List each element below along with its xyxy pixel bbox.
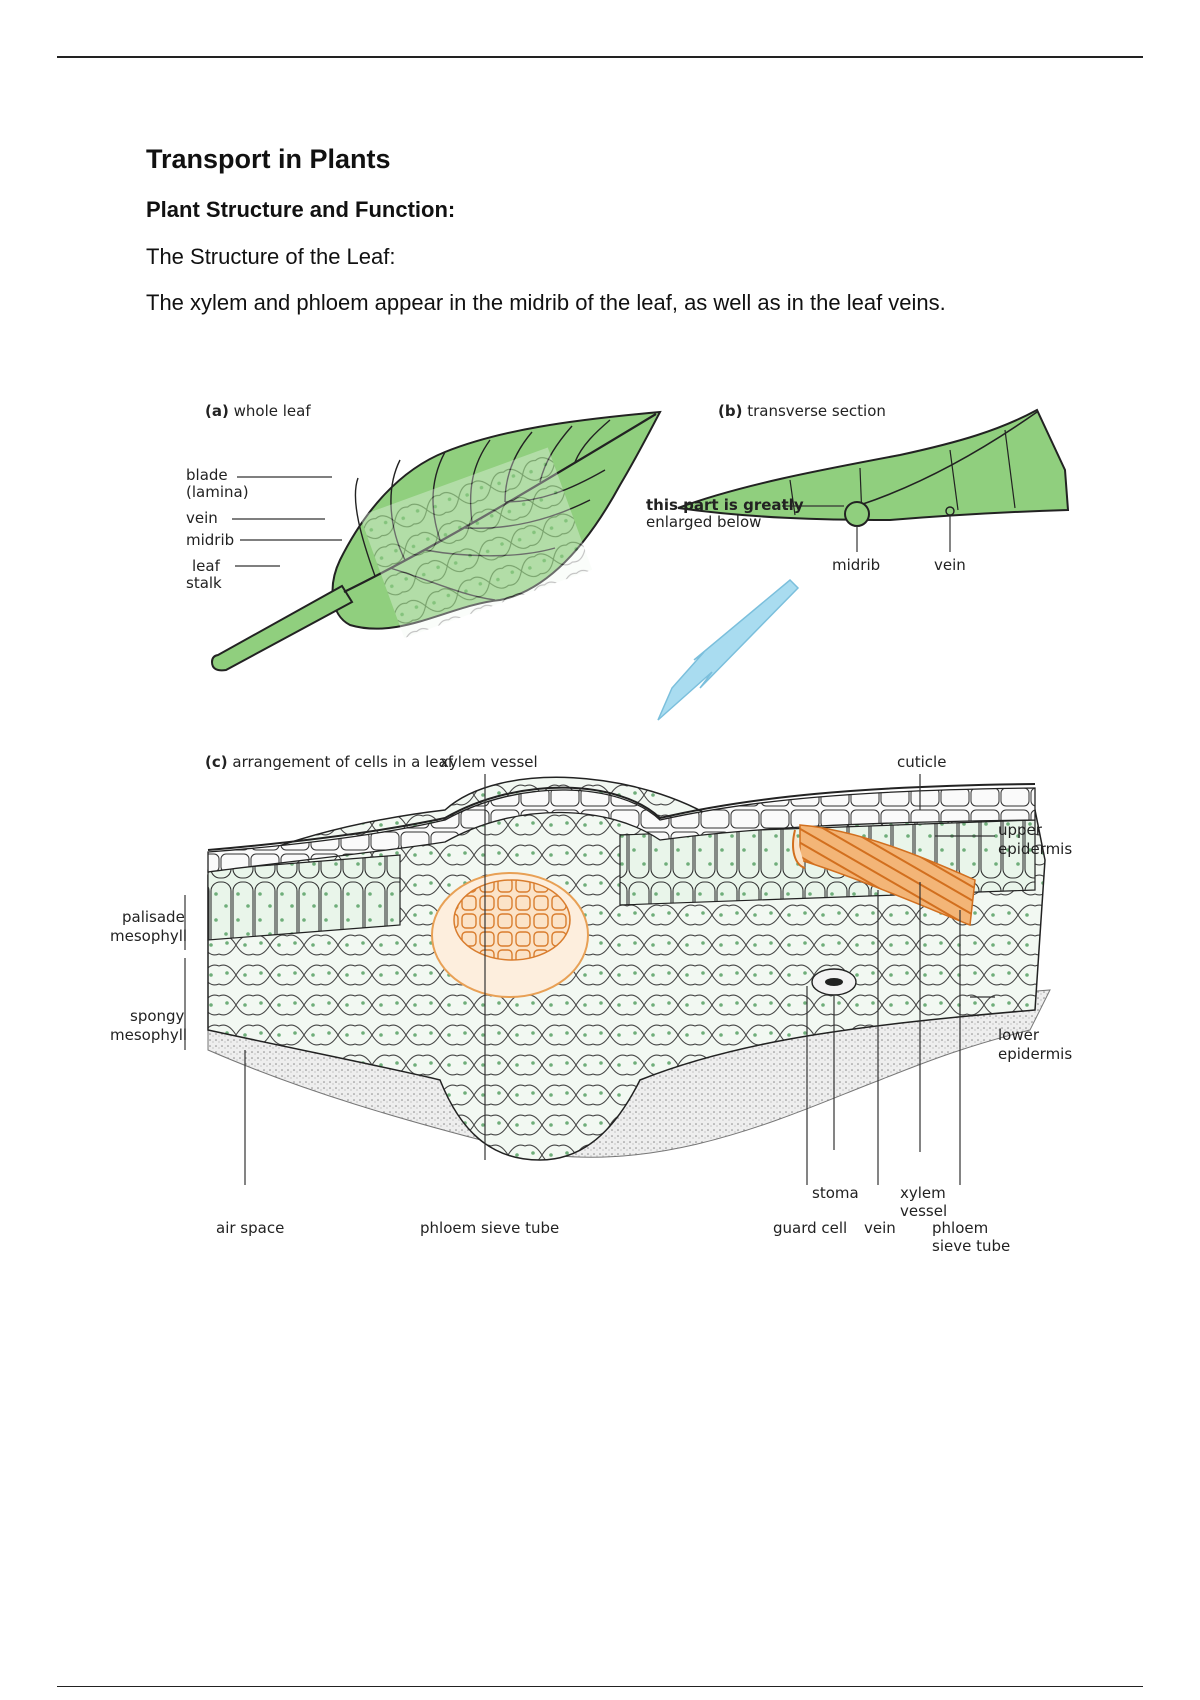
label-blade: blade — [186, 466, 228, 484]
page-subtitle: Plant Structure and Function: — [146, 197, 456, 222]
panel-c-cell-arrangement: (c) arrangement of cells in a leaf — [110, 753, 1072, 1255]
label-sieve-tube: sieve tube — [932, 1237, 1010, 1255]
label-vein-b: vein — [934, 556, 966, 574]
leaf-stalk-shape — [210, 584, 354, 672]
label-stoma: stoma — [812, 1184, 859, 1202]
label-enlarged-below: enlarged below — [646, 513, 761, 531]
header-rule — [57, 56, 1143, 58]
panel-a-whole-leaf: (a) whole leaf blade (lamina) vein midr — [186, 402, 662, 672]
label-greatly-enlarged: this part is greatly — [646, 496, 804, 514]
label-lamina: (lamina) — [186, 483, 249, 501]
label-leaf: leaf — [192, 557, 221, 575]
label-xylem-vessel-top: xylem vessel — [440, 753, 538, 771]
panel-a-caption: (a) whole leaf — [205, 402, 311, 420]
section-leaf-shape — [677, 408, 1070, 522]
upper-epidermis-layer — [207, 787, 1036, 873]
label-guard-cell: guard cell — [773, 1219, 847, 1237]
label-mesophyll-palisade: mesophyll — [110, 927, 187, 945]
label-palisade: palisade — [122, 908, 185, 926]
section-midrib-line — [859, 411, 1038, 506]
section-midrib-circle — [844, 501, 870, 527]
vein-bundle-right — [792, 824, 976, 927]
cuticle-line — [207, 783, 1036, 851]
stoma-pore — [825, 978, 843, 986]
midrib-xylem-vessels — [453, 879, 571, 961]
label-air-space: air space — [216, 1219, 284, 1237]
label-vein-a: vein — [186, 509, 218, 527]
section-vein-circle — [945, 506, 955, 516]
label-vein-c: vein — [864, 1219, 896, 1237]
section-heading: The Structure of the Leaf: — [146, 244, 396, 269]
label-midrib-b: midrib — [832, 556, 880, 574]
palisade-layer-left — [207, 854, 401, 941]
label-epidermis-lower: epidermis — [998, 1045, 1072, 1063]
label-cuticle: cuticle — [897, 753, 946, 771]
leaf-structure-figure: (a) whole leaf blade (lamina) vein midr — [110, 402, 1072, 1255]
label-spongy: spongy — [130, 1007, 185, 1025]
vein-network-detail — [359, 447, 593, 639]
label-stalk: stalk — [186, 574, 222, 592]
panel-c-caption: (c) arrangement of cells in a leaf — [205, 753, 454, 771]
body-paragraph: The xylem and phloem appear in the midri… — [146, 290, 946, 315]
label-midrib-a: midrib — [186, 531, 234, 549]
label-mesophyll-spongy: mesophyll — [110, 1026, 187, 1044]
panel-b-transverse-section: (b) transverse section this part is grea… — [646, 402, 1070, 574]
label-xylem: xylem — [900, 1184, 946, 1202]
label-lower: lower — [998, 1026, 1040, 1044]
label-phloem-sieve-tube: phloem sieve tube — [420, 1219, 559, 1237]
page-title: Transport in Plants — [146, 144, 391, 174]
label-phloem: phloem — [932, 1219, 988, 1237]
panel-b-caption: (b) transverse section — [718, 402, 886, 420]
footer-rule — [57, 1686, 1143, 1687]
label-vessel: vessel — [900, 1202, 947, 1220]
label-upper: upper — [998, 821, 1043, 839]
enlarge-arrow — [657, 578, 800, 721]
label-epidermis-upper: epidermis — [998, 840, 1072, 858]
